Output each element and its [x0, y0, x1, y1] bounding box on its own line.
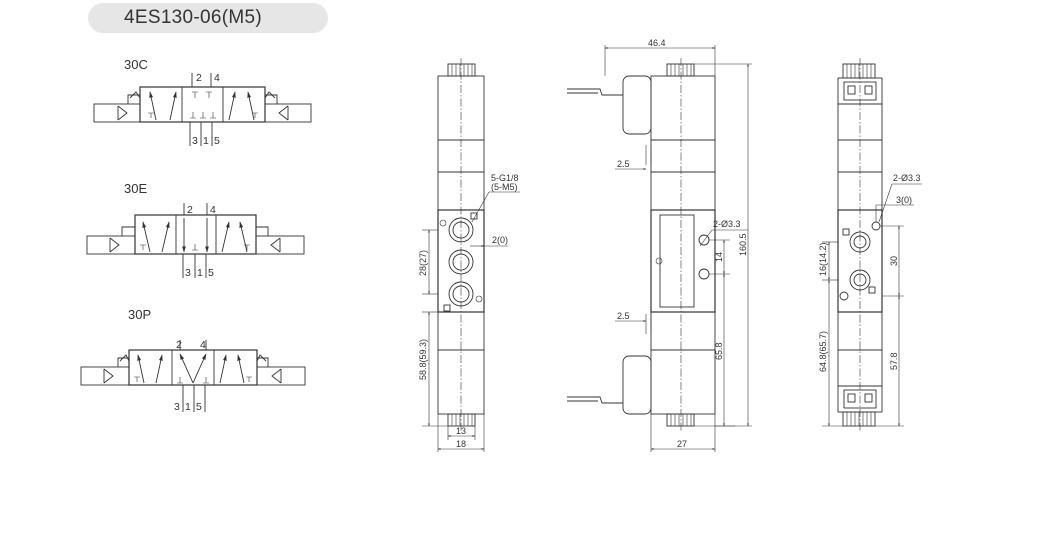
symbol-label-30e: 30E — [124, 181, 147, 196]
side-base-width-label: 27 — [677, 439, 687, 449]
hole-pitch-label: 14 — [714, 252, 724, 262]
port-pitch-label: 28(27) — [418, 250, 428, 276]
pitch-small-label: 2(0) — [492, 235, 508, 245]
side-view: 46.4 2.5 2.5 2-Ø3.3 14 65.8 160.5 27 — [567, 38, 752, 452]
rear-hole-offset-label: 3(0) — [896, 195, 912, 205]
port-thread-alt-label: (5-M5) — [491, 182, 518, 192]
rear-lower-label: 64.8(65.7) — [818, 331, 828, 372]
symbol-30e: 30E 2 4 3 1 5 — [86, 181, 305, 279]
rear-view: 2-Ø3.3 3(0) 16(14.2) 30 64.8(65.7) 57.8 — [818, 58, 922, 432]
title-badge: 4ES130-06(M5) — [88, 3, 328, 33]
svg-text:4: 4 — [214, 72, 220, 84]
symbol-30p: 30P 2 4 3 1 5 — [80, 307, 306, 413]
symbol-30c: 30C 2 4 3 1 5 — [93, 57, 312, 147]
rear-lower-length-label: 57.8 — [889, 352, 899, 370]
svg-text:1: 1 — [185, 401, 191, 413]
port-thread-label: 5-G1/8 — [491, 173, 519, 183]
body-width-label: 13 — [456, 426, 466, 436]
lower-length-label: 65.8 — [714, 342, 724, 360]
symbol-label-30c: 30C — [124, 57, 148, 72]
rear-small-pitch-label: 16(14.2) — [818, 242, 828, 276]
rear-hole-pitch-label: 30 — [889, 256, 899, 266]
svg-text:2: 2 — [176, 339, 182, 351]
lower-height-label: 58.8(59.3) — [418, 339, 428, 380]
svg-text:4: 4 — [200, 339, 206, 351]
model-title: 4ES130-06(M5) — [124, 7, 263, 28]
svg-text:3: 3 — [192, 135, 198, 147]
front-view: 5-G1/8 (5-M5) 2(0) 28(27) 58.8(59.3) 13 … — [418, 58, 520, 452]
svg-text:3: 3 — [185, 267, 191, 279]
svg-text:1: 1 — [203, 135, 209, 147]
mount-holes-label: 2-Ø3.3 — [713, 219, 741, 229]
svg-text:5: 5 — [208, 267, 214, 279]
svg-text:1: 1 — [197, 267, 203, 279]
svg-text:5: 5 — [196, 401, 202, 413]
svg-text:5: 5 — [214, 135, 220, 147]
svg-text:4: 4 — [210, 204, 216, 216]
total-width-label: 18 — [456, 439, 466, 449]
svg-text:2: 2 — [187, 204, 193, 216]
symbol-label-30p: 30P — [128, 307, 151, 322]
svg-text:3: 3 — [174, 401, 180, 413]
rear-holes-label: 2-Ø3.3 — [893, 173, 921, 183]
side-offset-top-label: 2.5 — [617, 159, 630, 169]
side-total-width-label: 46.4 — [648, 38, 666, 48]
total-length-label: 160.5 — [738, 233, 748, 256]
side-offset-bottom-label: 2.5 — [617, 311, 630, 321]
svg-text:2: 2 — [196, 72, 202, 84]
